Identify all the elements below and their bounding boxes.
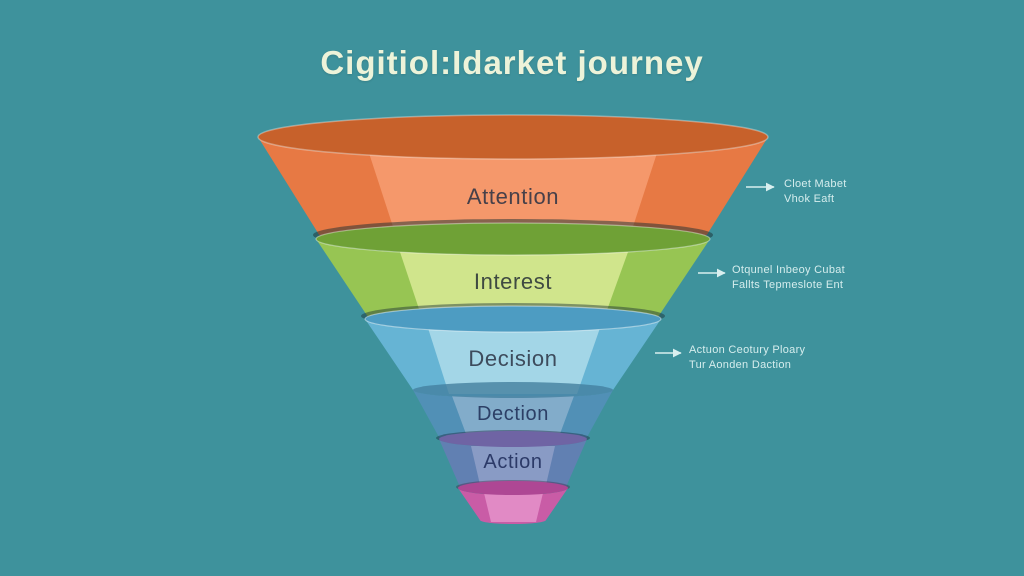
annotation-line: Tur Aonden Daction	[689, 359, 792, 371]
dection-top-rim	[413, 382, 613, 398]
annotation-line: Otqunel Inbeoy Cubat	[732, 264, 846, 276]
interest-center-highlight	[400, 252, 628, 324]
annotation-line: Fallts Tepmeslote Ent	[732, 279, 844, 291]
annotation-line: Vhok Eaft	[784, 193, 835, 205]
annotation-line: Cloet Mabet	[784, 178, 847, 190]
attention-top-rim	[257, 114, 769, 160]
action-center-highlight	[471, 446, 555, 489]
annotation-attention: Cloet Mabet Vhok Eaft	[784, 177, 847, 207]
decision-top-rim	[364, 305, 662, 333]
annotation-line: Actuon Ceotury Ploary	[689, 344, 806, 356]
page-title: Cigitiol:Idarket journey	[320, 44, 704, 81]
stage-label-dection: Dection	[476, 403, 550, 425]
attention-center-highlight	[368, 150, 658, 242]
stage-label-interest: Interest	[473, 269, 553, 294]
interest-top-rim	[315, 222, 711, 256]
tip-center-highlight	[484, 493, 543, 522]
stage-label-attention: Attention	[466, 184, 560, 209]
stage-label-decision: Decision	[468, 346, 558, 371]
decision-center-highlight	[428, 328, 600, 394]
annotation-interest: Otqunel Inbeoy Cubat Fallts Tepmeslote E…	[732, 263, 845, 293]
stage-label-action: Action	[483, 451, 543, 473]
action-top-rim	[439, 431, 587, 447]
annotation-decision: Actuon Ceotury Ploary Tur Aonden Daction	[689, 343, 805, 373]
tip-top-rim	[458, 481, 568, 495]
dection-center-highlight	[452, 396, 574, 442]
